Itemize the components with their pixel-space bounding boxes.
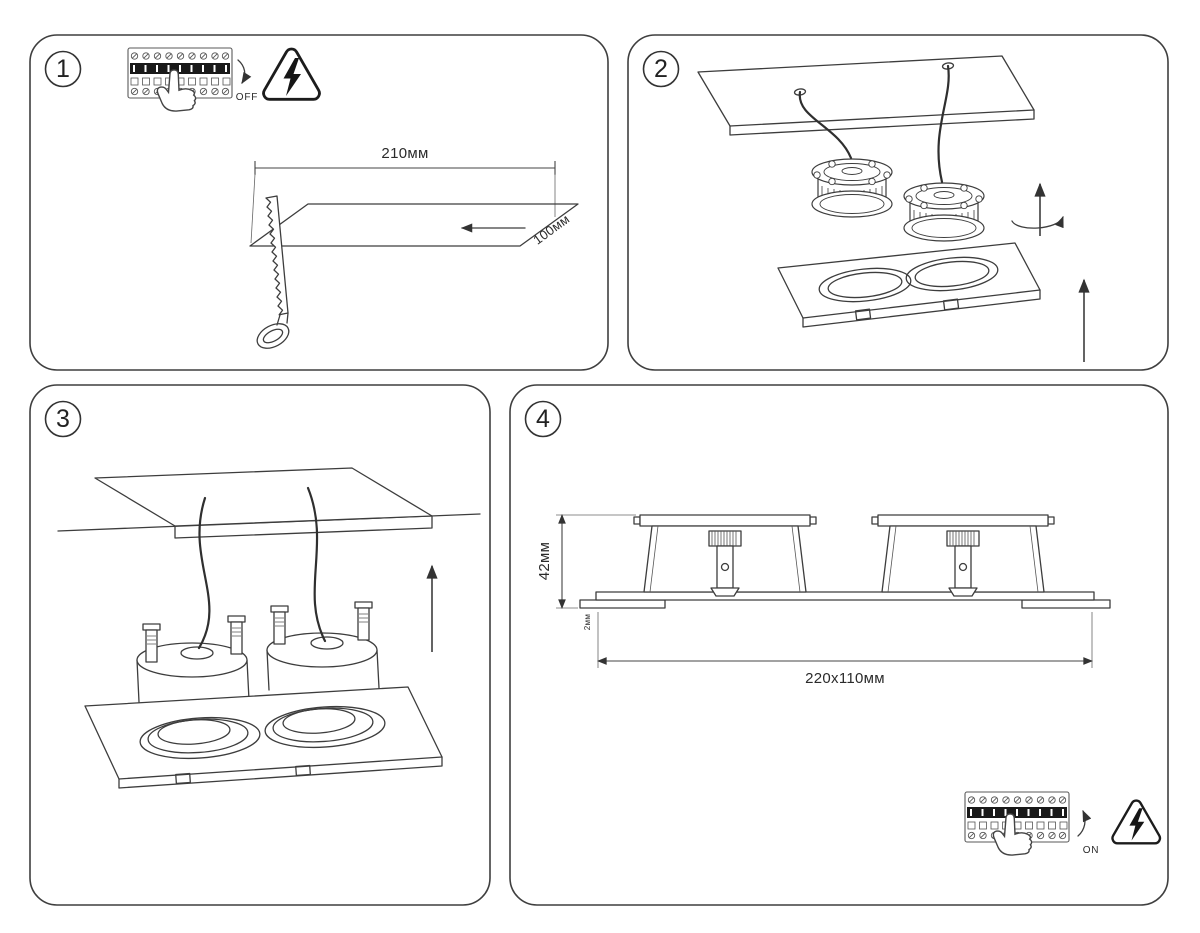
ceiling-cut-opening (249, 203, 579, 247)
switch-off-arrow-icon (237, 59, 252, 84)
length-dimension-label: 210мм (381, 145, 428, 162)
step-3-number: 3 (56, 405, 70, 433)
cutout-dimension: 220x110мм (597, 612, 1093, 687)
ceiling-thickness-label: 2мм (583, 614, 592, 630)
step-1-badge: 1 (44, 50, 82, 88)
keyhole-saw-icon (256, 195, 290, 349)
spring-clip-icon (270, 601, 373, 645)
mounting-frame-drawing (777, 242, 1041, 328)
on-label: ON (1083, 845, 1100, 856)
trim-flange (595, 591, 1095, 601)
side-view-drawing: 42мм 2мм 220x110мм (536, 514, 1111, 687)
housing-side-view (871, 514, 1055, 597)
ceiling-panel-drawing (697, 55, 1035, 136)
panel-4: 4 (509, 384, 1169, 906)
switch-on-arrow-icon (1077, 809, 1092, 837)
step-1-number: 1 (56, 55, 70, 83)
fixture-assembly-drawing (84, 601, 443, 789)
step-4-number: 4 (536, 405, 550, 433)
cutout-dimension-drawing: 210мм 100мм (249, 145, 579, 349)
circuit-breaker-strip-icon: ON (965, 792, 1099, 856)
circuit-breaker-strip-icon: OFF (128, 48, 258, 112)
wires-drawing (197, 486, 327, 650)
panel-2: 2 (627, 34, 1169, 371)
housing-side-view (633, 514, 817, 597)
panel-3-border (29, 384, 491, 906)
rotate-arrow-icon (1011, 182, 1064, 236)
light-module-icon (903, 182, 985, 242)
step-2-number: 2 (654, 55, 668, 83)
step-2-badge: 2 (642, 50, 680, 88)
spring-clip-icon (142, 615, 246, 663)
height-dimension-label: 42мм (536, 542, 553, 581)
step-4-badge: 4 (524, 400, 562, 438)
light-module-icon (811, 158, 893, 218)
cutout-dimension-label: 220x110мм (805, 670, 885, 687)
panel-3: 3 (29, 384, 491, 906)
wires-drawing (793, 62, 955, 184)
ceiling-panel-drawing (57, 467, 481, 539)
panel-1-border (29, 34, 609, 371)
panel-1: 1 OFF 210мм 100мм (29, 34, 609, 371)
step-3-badge: 3 (44, 400, 82, 438)
off-label: OFF (236, 92, 258, 103)
height-dimension: 42мм (536, 514, 636, 609)
